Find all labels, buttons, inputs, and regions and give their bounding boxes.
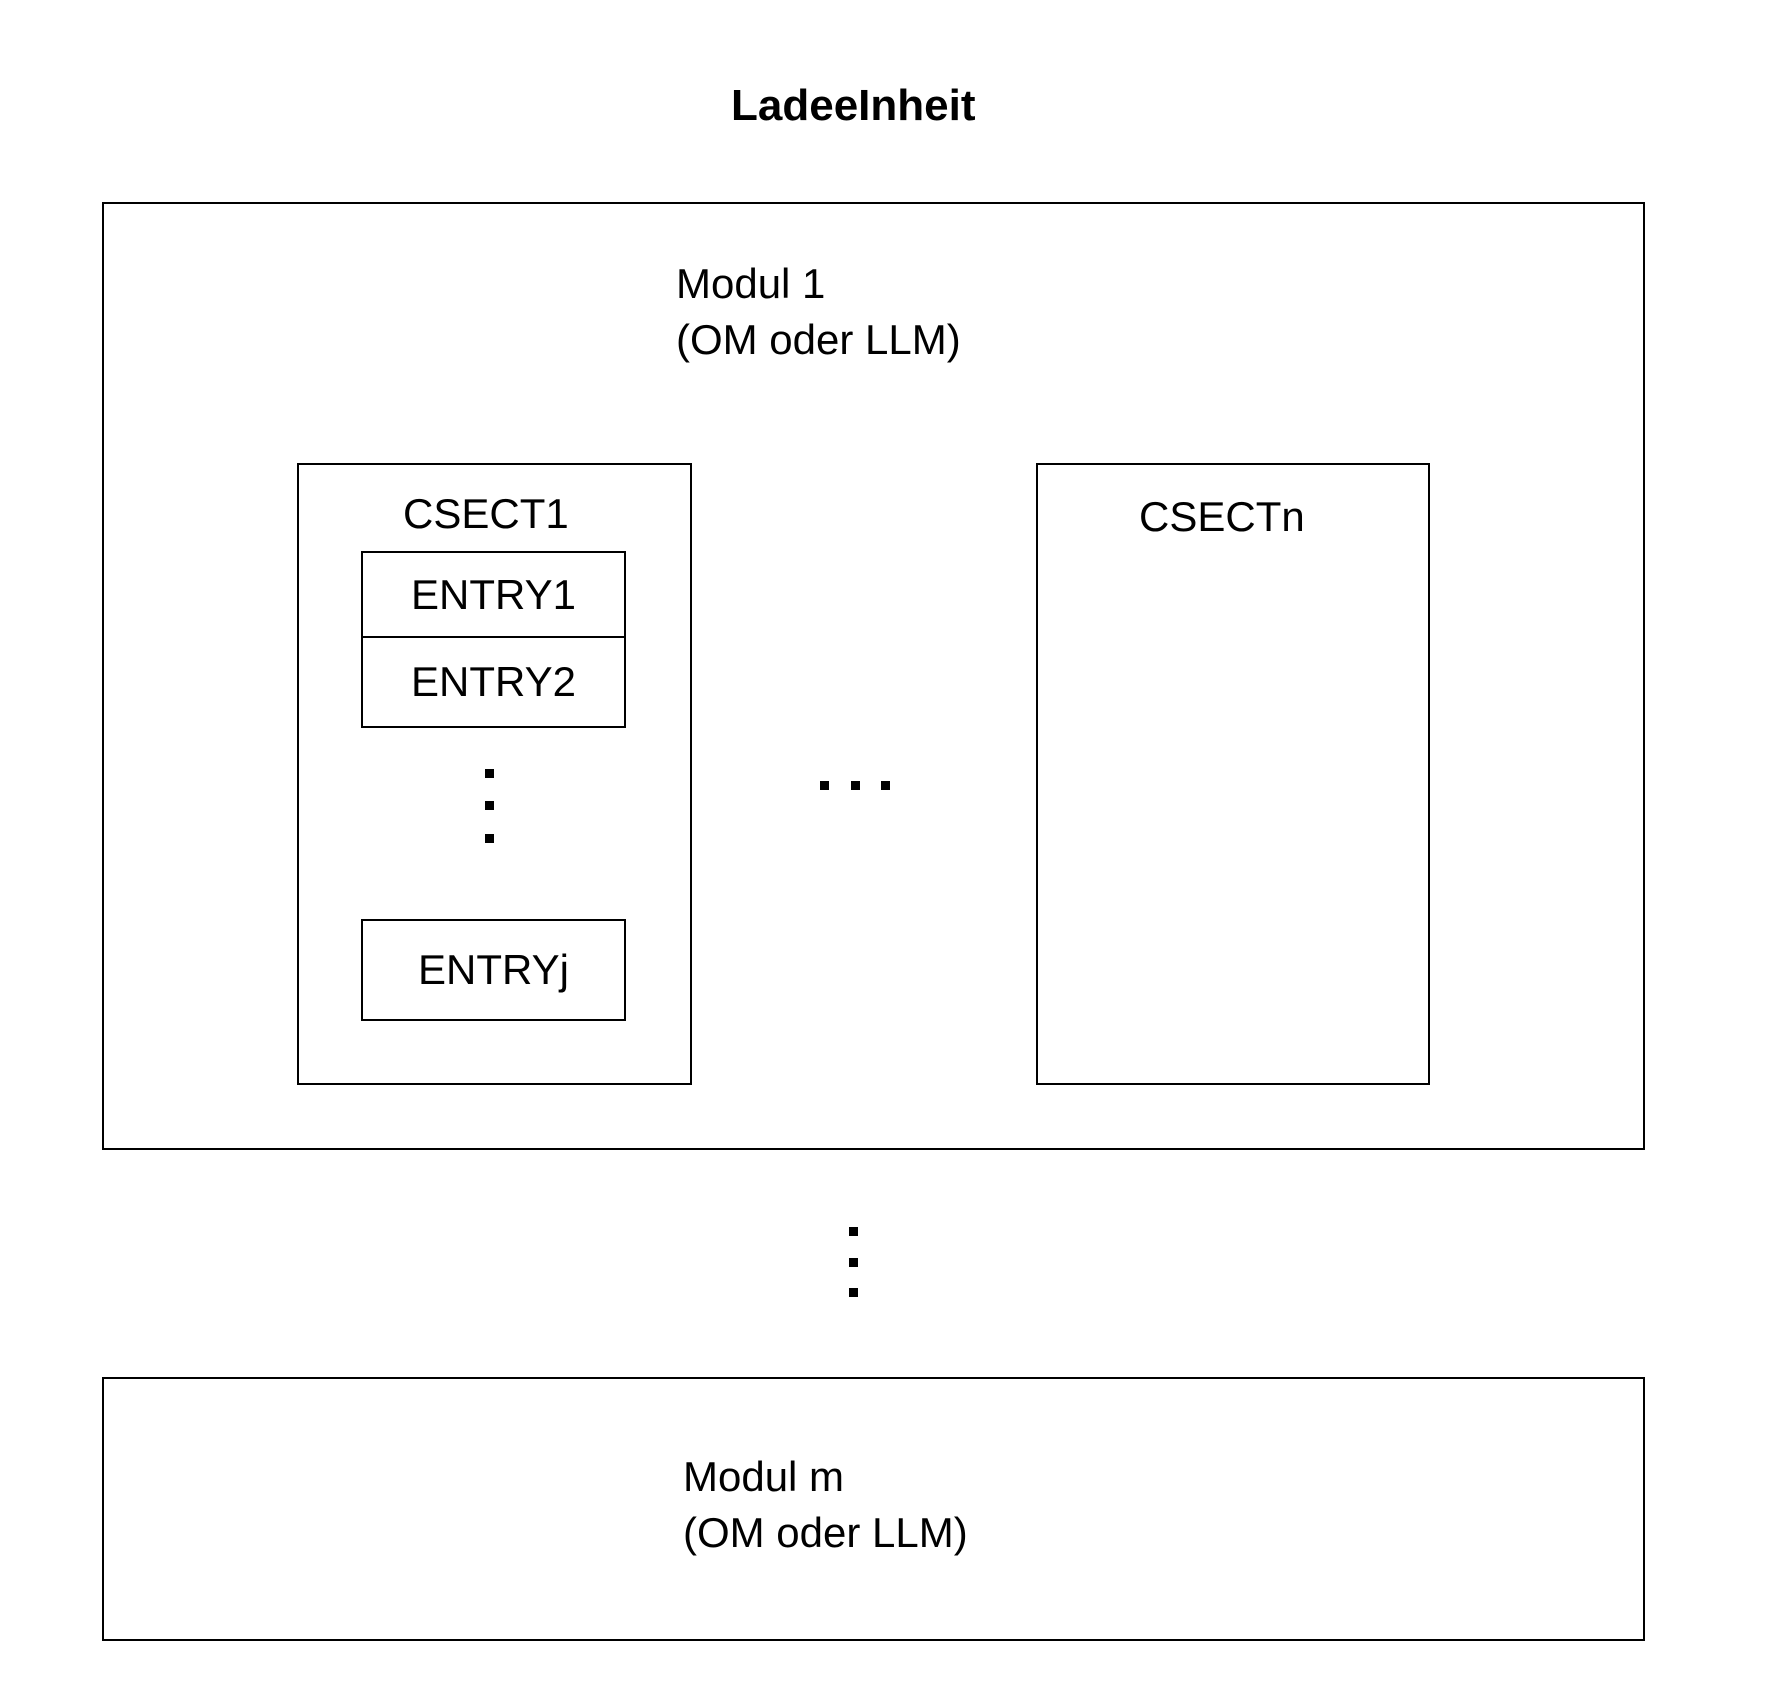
entry-2: ENTRY2 [361, 636, 626, 728]
diagram-title: LadeeInheit [731, 81, 976, 130]
vertical-ellipsis-dot [849, 1288, 858, 1297]
entry-2-label: ENTRY2 [411, 658, 576, 705]
entry-1: ENTRY1 [361, 551, 626, 638]
csect-n-name: CSECTn [1139, 493, 1305, 540]
module-1-type: (OM oder LLM) [676, 316, 961, 363]
csect-1-name: CSECT1 [403, 490, 569, 537]
vertical-ellipsis-dot [485, 801, 494, 810]
vertical-ellipsis-dot [849, 1258, 858, 1267]
horizontal-ellipsis-dot [881, 781, 890, 790]
module-1-name: Modul 1 [676, 260, 826, 307]
entry-j: ENTRYj [361, 919, 626, 1021]
horizontal-ellipsis-dot [851, 781, 860, 790]
vertical-ellipsis-dot [849, 1227, 858, 1236]
entry-j-label: ENTRYj [418, 946, 569, 993]
csect-n-box [1036, 463, 1430, 1085]
module-m-type: (OM oder LLM) [683, 1509, 968, 1556]
module-m-box [102, 1377, 1645, 1641]
vertical-ellipsis-dot [485, 834, 494, 843]
entry-1-label: ENTRY1 [411, 570, 576, 618]
vertical-ellipsis-dot [485, 769, 494, 778]
horizontal-ellipsis-dot [820, 781, 829, 790]
module-m-name: Modul m [683, 1453, 845, 1500]
